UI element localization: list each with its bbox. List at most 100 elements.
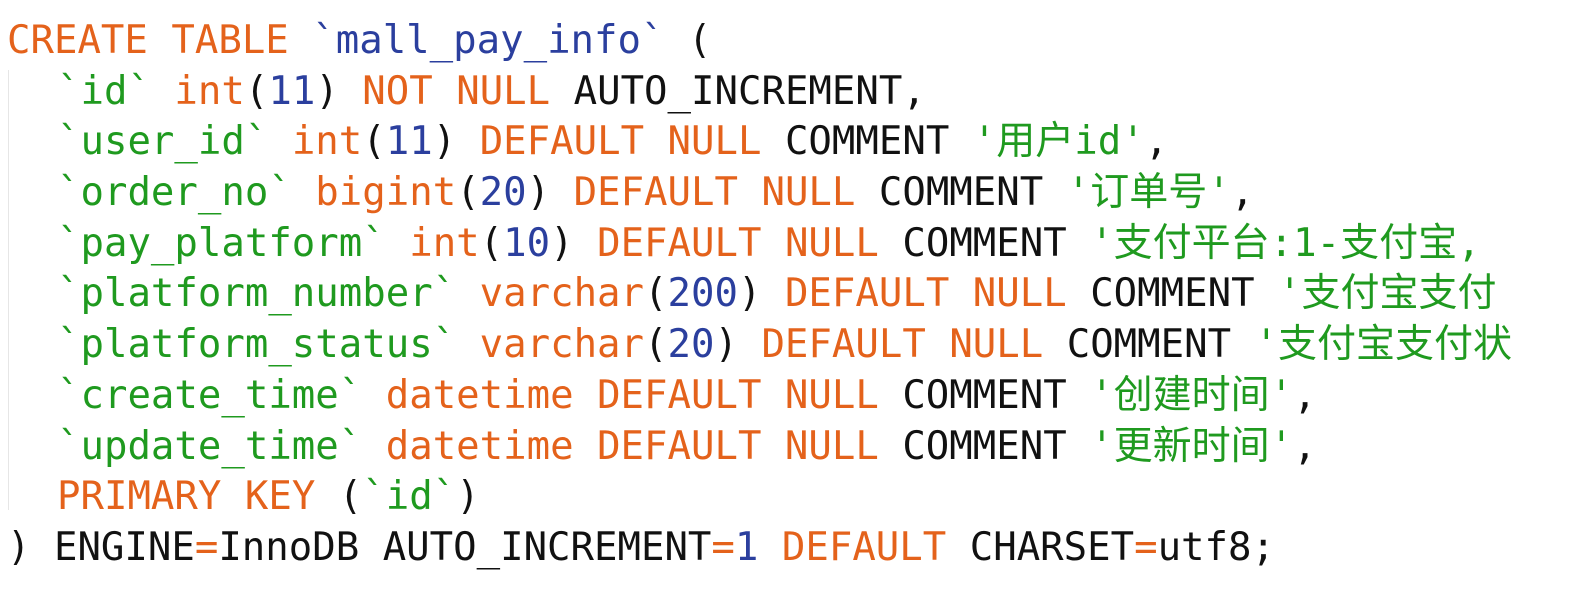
code-token: ) [315,68,363,114]
code-token: ( [456,170,480,216]
code-token: = [1134,524,1158,570]
code-token [456,322,479,367]
code-line: ) ENGINE=InnoDB AUTO_INCREMENT=1 DEFAULT… [7,523,1512,574]
code-token: ) [550,220,598,266]
code-token: `update_time` [57,423,363,469]
code-token: ) [526,170,574,216]
code-line: PRIMARY KEY (`id`) [7,472,1512,523]
code-token [386,221,409,266]
code-token [644,119,667,164]
code-token [758,525,781,570]
code-token: varchar [479,271,645,317]
code-token [761,221,784,266]
code-token: NULL [784,220,879,266]
code-token: CREATE [7,18,148,63]
code-token [574,373,597,418]
code-line: CREATE TABLE `mall_pay_info` ( [7,16,1512,67]
code-token: `user_id` [57,119,269,165]
code-token [362,373,385,418]
code-line: `platform_number` varchar(200) DEFAULT N… [7,269,1512,320]
indent-guide [8,70,9,510]
code-token: '支付平台:1-支付宝, [1090,220,1481,266]
code-token: DEFAULT [784,271,950,317]
code-line: `platform_status` varchar(20) DEFAULT NU… [7,320,1512,371]
code-line: `pay_platform` int(10) DEFAULT NULL COMM… [7,219,1512,270]
code-token: InnoDB AUTO_INCREMENT [218,524,712,570]
code-token: `create_time` [57,372,363,418]
code-token [574,424,597,469]
code-token: 1 [734,524,759,570]
code-token: DEFAULT [597,372,762,418]
code-token [151,69,174,114]
code-token: 10 [503,220,551,266]
code-token: NOT [362,68,433,114]
code-token: NULL [949,322,1044,368]
code-token: AUTO_INCREMENT, [550,68,926,114]
code-token: ( [315,474,363,520]
code-token: '支付宝支付状 [1254,322,1513,368]
code-token: DEFAULT [573,170,738,216]
code-token: bigint [315,170,457,216]
code-token: , [1230,170,1255,216]
code-token: int [409,220,480,266]
code-token: PRIMARY [57,474,222,520]
code-token: DEFAULT [781,524,947,570]
code-token: `platform_number` [57,271,457,317]
code-token: NULL [761,170,856,216]
code-token: KEY [244,474,316,520]
code-token: ) [714,322,762,368]
code-token: ( [479,220,504,266]
code-token: DEFAULT [761,322,926,368]
code-token: `pay_platform` [57,220,386,266]
code-token [926,322,949,367]
code-token: `platform_status` [57,322,457,368]
code-token: ) [737,271,785,317]
code-token [289,18,312,63]
code-token: NULL [784,423,879,469]
code-token [761,424,784,469]
code-token: `id` [57,68,151,114]
code-token: NULL [784,372,879,418]
code-token: ( [644,322,668,368]
code-token [362,424,385,469]
code-token: varchar [479,322,645,368]
code-token: NULL [972,271,1067,317]
code-token: DEFAULT [597,423,762,469]
code-token: DEFAULT [479,119,645,165]
code-token: , [1144,119,1169,165]
code-token: COMMENT [1066,271,1279,317]
code-token: ) [456,474,480,520]
code-token [148,18,171,63]
code-token: , [1293,372,1317,418]
code-token: COMMENT [1043,322,1255,368]
code-token: COMMENT [878,423,1091,469]
code-token: 11 [268,68,316,114]
code-token: = [194,524,219,570]
code-token: `order_no` [57,170,292,216]
sql-code-block[interactable]: CREATE TABLE `mall_pay_info` (`id` int(1… [7,16,1512,574]
code-token [292,170,315,215]
code-token: 20 [667,322,715,368]
code-token: DEFAULT [597,220,762,266]
code-token [456,271,479,316]
code-token: 11 [385,119,433,165]
code-line: `create_time` datetime DEFAULT NULL COMM… [7,371,1512,422]
code-token [949,271,972,316]
code-token: int [291,119,363,165]
code-token: '用户id' [972,119,1145,165]
code-token: COMMENT [878,220,1091,266]
code-token [761,373,784,418]
code-token: int [174,68,245,114]
code-token: 20 [479,170,527,216]
code-token [738,170,761,215]
code-token: ( [644,271,668,317]
code-token: datetime [385,372,574,418]
code-line: `id` int(11) NOT NULL AUTO_INCREMENT, [7,67,1512,118]
code-token: utf8; [1157,524,1275,570]
code-token: '支付宝支付 [1278,271,1497,317]
code-token [433,69,456,114]
code-token: CHARSET [946,524,1135,570]
code-token: , [1293,423,1317,469]
code-token: NULL [667,119,762,165]
